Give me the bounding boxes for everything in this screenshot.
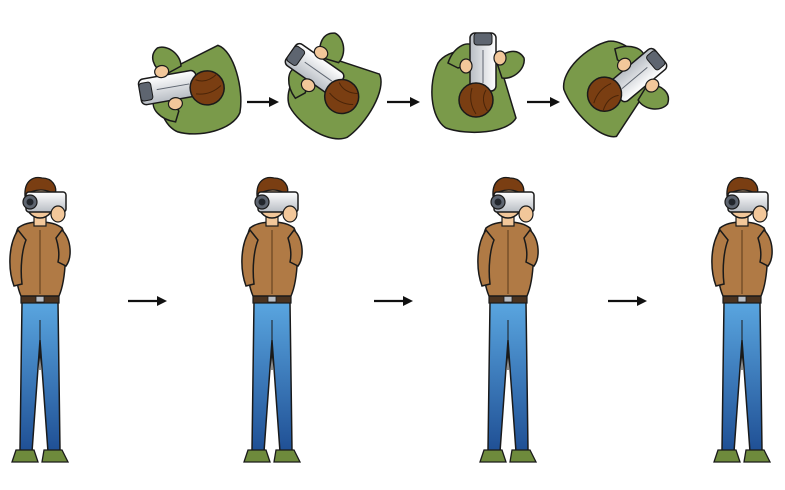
standing-figure-4: [712, 178, 772, 462]
overhead-figure-2: [261, 19, 395, 152]
standing-figure-1: [10, 178, 70, 462]
bottom-arrow-1: [128, 296, 167, 306]
standing-figure-3: [478, 178, 538, 462]
overhead-figure-1: [133, 35, 247, 143]
overhead-figure-3: [432, 33, 524, 132]
standing-figure-2: [242, 178, 302, 462]
overhead-figure-4: [551, 17, 686, 152]
top-arrow-2: [387, 97, 420, 107]
top-arrow-3: [527, 97, 560, 107]
top-arrow-1: [247, 97, 279, 107]
bottom-arrow-2: [374, 296, 413, 306]
bottom-arrow-3: [608, 296, 647, 306]
